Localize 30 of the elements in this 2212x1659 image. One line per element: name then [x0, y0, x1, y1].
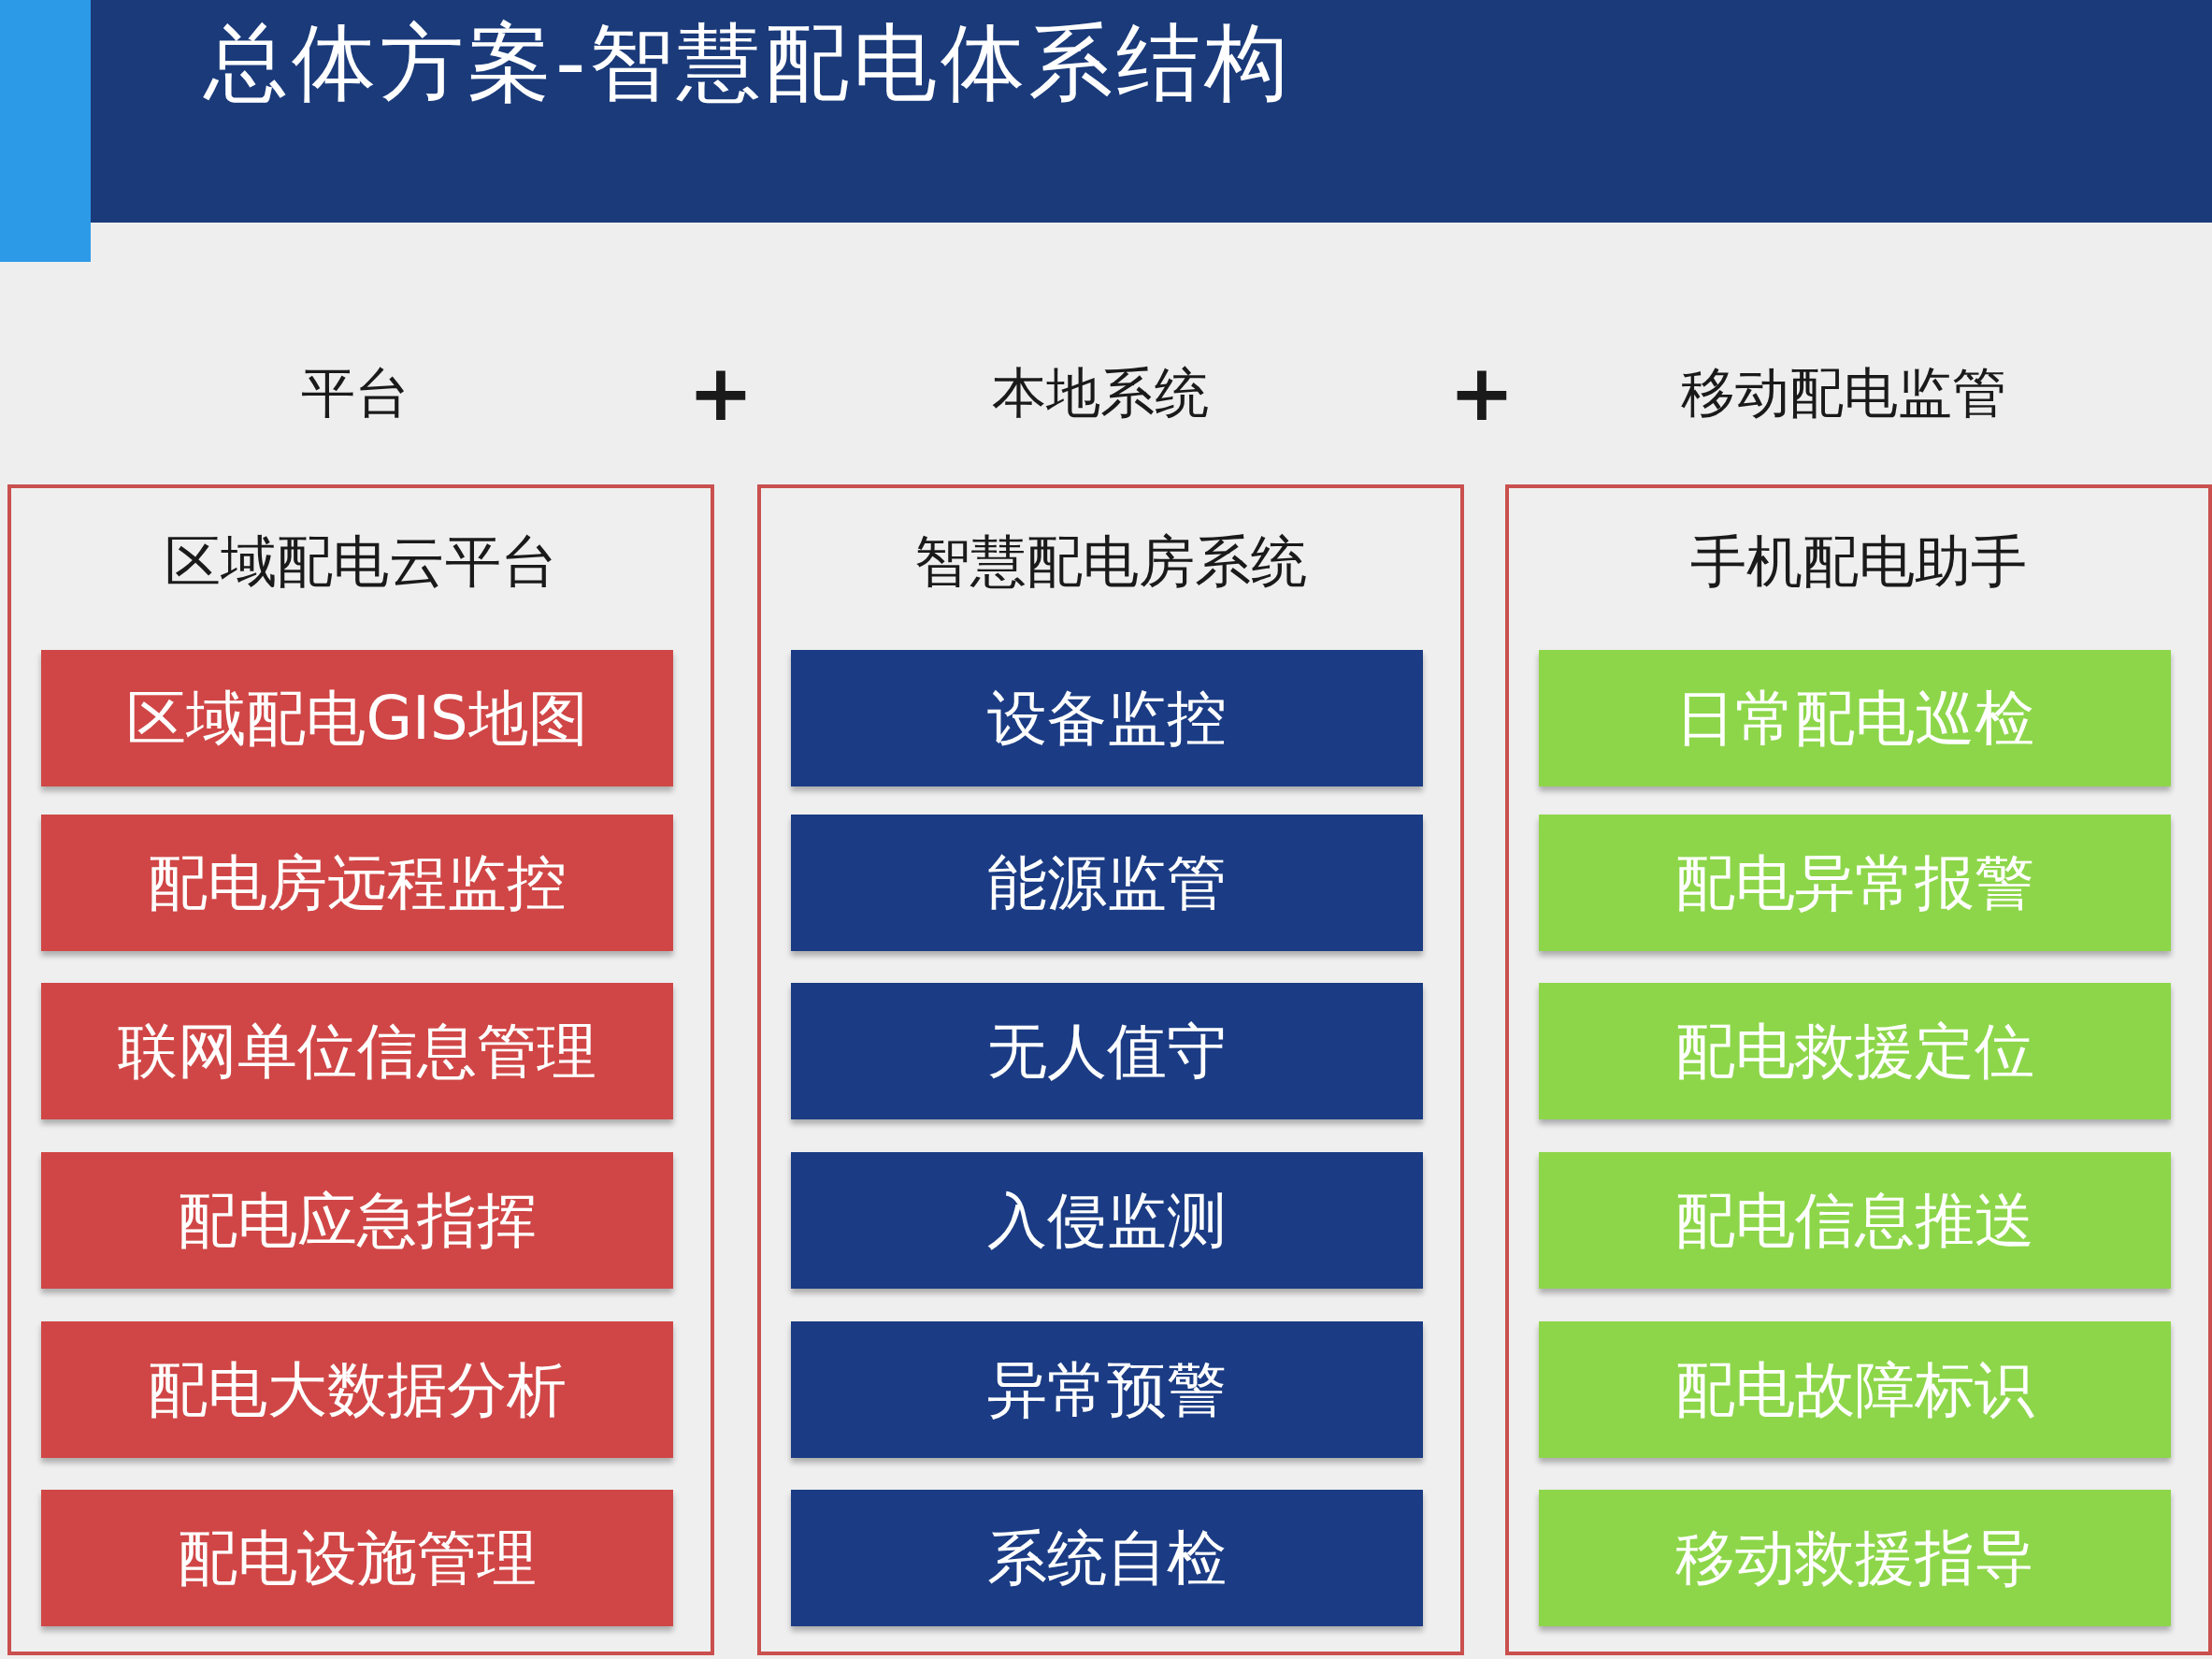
column-panel — [7, 484, 714, 1655]
column-panel — [1505, 484, 2212, 1655]
feature-block: 移动救援指导 — [1539, 1490, 2171, 1626]
feature-block: 配电救援定位 — [1539, 983, 2171, 1119]
plus-sign: + — [687, 360, 754, 426]
column-heading: 手机配电助手 — [1689, 527, 2028, 596]
title: 总体方案-智慧配电体系结构 — [204, 12, 1293, 113]
section-label: 平台 — [301, 360, 409, 426]
feature-block: 设备监控 — [791, 650, 1423, 786]
feature-block: 区域配电GIS地图 — [41, 650, 673, 786]
feature-block: 系统自检 — [791, 1490, 1423, 1626]
feature-block: 配电故障标识 — [1539, 1321, 2171, 1458]
plus-sign: + — [1448, 360, 1515, 426]
feature-block: 配电设施管理 — [41, 1490, 673, 1626]
feature-block: 无人值守 — [791, 983, 1423, 1119]
feature-block: 日常配电巡检 — [1539, 650, 2171, 786]
column-heading: 区域配电云平台 — [164, 527, 558, 596]
section-label: 移动配电监管 — [1681, 360, 2006, 426]
feature-block: 联网单位信息管理 — [41, 983, 673, 1119]
feature-block: 能源监管 — [791, 815, 1423, 951]
feature-block: 配电大数据分析 — [41, 1321, 673, 1458]
column-panel — [757, 484, 1464, 1655]
section-label: 本地系统 — [992, 360, 1209, 426]
feature-block: 入侵监测 — [791, 1152, 1423, 1289]
feature-block: 配电应急指挥 — [41, 1152, 673, 1289]
column-heading: 智慧配电房系统 — [913, 527, 1308, 596]
feature-block: 异常预警 — [791, 1321, 1423, 1458]
feature-block: 配电房远程监控 — [41, 815, 673, 951]
feature-block: 配电信息推送 — [1539, 1152, 2171, 1289]
feature-block: 配电异常报警 — [1539, 815, 2171, 951]
